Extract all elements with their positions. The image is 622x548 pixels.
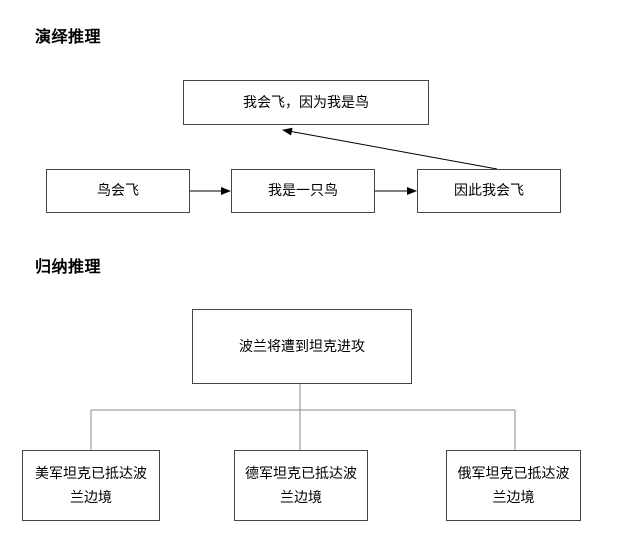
evidence-line: 德军坦克已抵达波 — [245, 465, 357, 482]
evidence-line: 兰边境 — [492, 489, 535, 506]
deduction-step-text: 鸟会飞 — [97, 183, 139, 199]
evidence-line: 兰边境 — [70, 489, 112, 506]
deduction-step-box: 我是一只鸟 — [231, 169, 375, 213]
evidence-line: 俄军坦克已抵达波 — [457, 465, 570, 482]
deduction-step-box: 因此我会飞 — [417, 169, 561, 213]
induction-conclusion-text: 波兰将遭到坦克进攻 — [239, 338, 365, 355]
induction-evidence-box: 俄军坦克已抵达波 兰边境 — [446, 450, 581, 521]
deduction-heading: 演绎推理 — [35, 27, 102, 46]
evidence-line: 兰边境 — [280, 489, 322, 506]
deduction-step-text: 我是一只鸟 — [268, 183, 338, 199]
arrow-step3-to-conclusion — [282, 127, 498, 170]
induction-conclusion-box: 波兰将遭到坦克进攻 — [192, 309, 412, 384]
evidence-line: 美军坦克已抵达波 — [35, 465, 147, 482]
induction-heading: 归纳推理 — [35, 257, 102, 276]
induction-evidence-box: 美军坦克已抵达波 兰边境 — [22, 450, 160, 521]
induction-evidence-box: 德军坦克已抵达波 兰边境 — [234, 450, 368, 521]
deduction-step-text: 因此我会飞 — [454, 183, 524, 199]
deduction-conclusion-text: 我会飞，因为我是鸟 — [243, 94, 369, 111]
deduction-step-box: 鸟会飞 — [46, 169, 190, 213]
deduction-conclusion-box: 我会飞，因为我是鸟 — [183, 80, 429, 125]
